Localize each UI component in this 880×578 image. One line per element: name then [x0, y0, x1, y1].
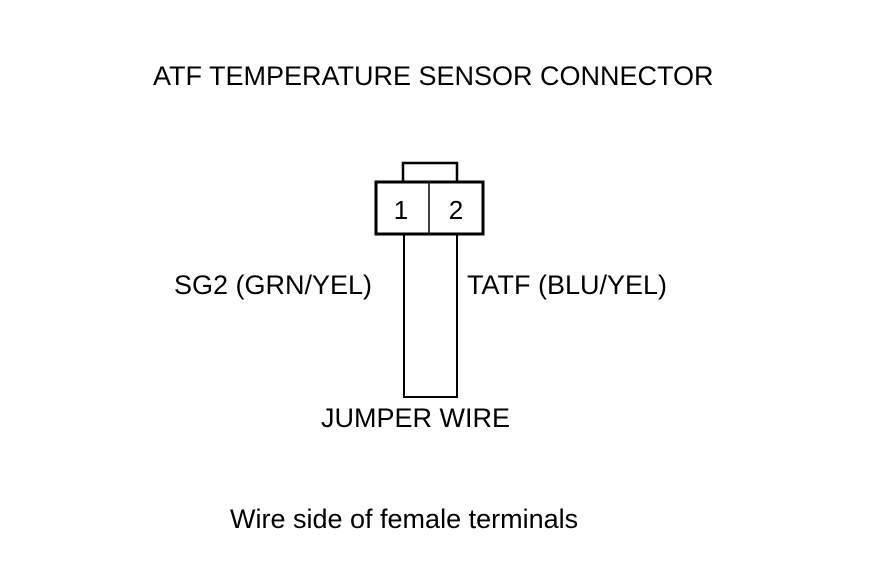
pin-2-number: 2 [449, 195, 463, 225]
wire-label-tatf: TATF (BLU/YEL) [467, 270, 668, 300]
jumper-wire [403, 234, 458, 398]
jumper-wire-label: JUMPER WIRE [321, 403, 510, 433]
pin-1-number: 1 [394, 195, 408, 225]
view-caption: Wire side of female terminals [230, 504, 579, 534]
diagram-title: ATF TEMPERATURE SENSOR CONNECTOR [153, 61, 714, 91]
wire-label-sg2: SG2 (GRN/YEL) [174, 270, 373, 300]
connector-lock-tab [401, 161, 459, 184]
